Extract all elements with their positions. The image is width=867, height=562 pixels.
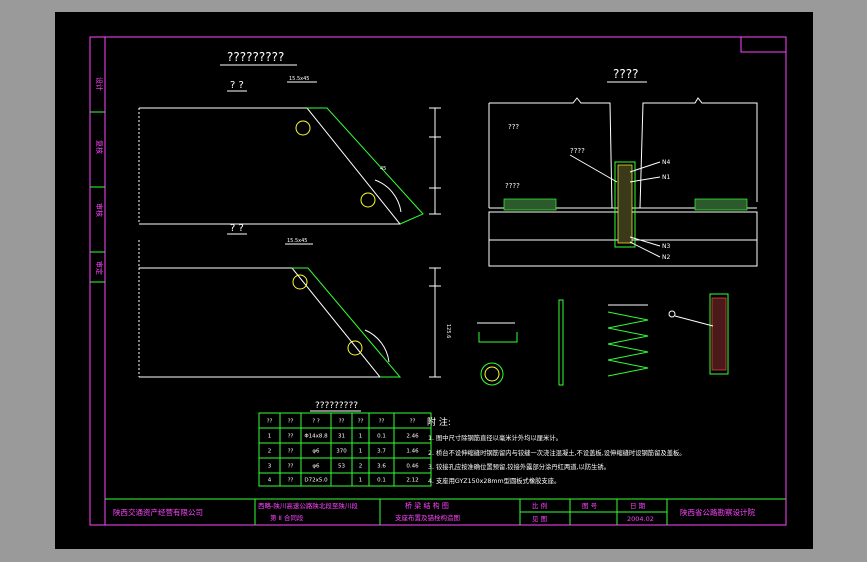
table-header-cell: ?? xyxy=(410,419,416,425)
mark-n3: N3 xyxy=(662,243,670,250)
right-pad xyxy=(694,198,748,211)
table-cell: 1 xyxy=(359,449,363,455)
table-cell: Φ14x8.8 xyxy=(304,434,328,440)
project-line1: 西略-陕川高速公路陕北段至陕川段 xyxy=(258,501,358,510)
top-view-label: ? ? xyxy=(230,80,244,91)
institute-name: 陕西省公路勘察设计院 xyxy=(680,507,755,517)
table-header-cell: ?? xyxy=(379,419,385,425)
table-cell: ?? xyxy=(288,464,294,470)
dim-angle-top: 45 xyxy=(380,166,386,172)
sheet-label: 图 号 xyxy=(582,502,598,510)
mark-n1: N1 xyxy=(662,174,670,181)
table-cell: 1 xyxy=(359,434,363,440)
table-header-cell: ? ? xyxy=(312,419,320,425)
mark-n4: N4 xyxy=(662,159,670,166)
drawing-name-1: 桥 梁 结 构 图 xyxy=(405,501,449,510)
left-pad xyxy=(503,198,557,211)
project-line2: 第 Ⅱ 合同段 xyxy=(270,513,304,522)
table-header-cell: ?? xyxy=(288,419,294,425)
drawing-sheet: 设计 复核 审核 审定 ????????? ? ? 15.5x45 45 ? ? xyxy=(55,12,813,549)
bottom-view-label: ? ? xyxy=(230,223,244,234)
table-header-cell: ?? xyxy=(267,419,273,425)
table-cell: φ6 xyxy=(312,464,320,470)
table-cell: 2.46 xyxy=(406,434,419,440)
drawing-name-2: 支座布置及锚栓构造图 xyxy=(395,513,460,522)
main-title: ????????? xyxy=(227,50,284,64)
deck-label: ??? xyxy=(508,123,519,131)
table-cell: φ6 xyxy=(312,449,320,455)
table-cell: 1.46 xyxy=(406,449,419,455)
table-cell: 0.1 xyxy=(377,478,386,484)
scale-label: 比 例 xyxy=(532,501,547,510)
notes-heading: 附 注: xyxy=(427,416,451,428)
note-4: 4. 支座用GYZ150x28mm型圆板式橡胶支座。 xyxy=(428,476,560,485)
plate-label: ???? xyxy=(570,147,585,155)
table-cell: ?? xyxy=(288,434,294,440)
corner-box xyxy=(740,36,787,53)
company-name: 陕西交通资产经营有限公司 xyxy=(113,507,203,517)
table-cell: 0.46 xyxy=(406,464,419,470)
table-cell: 2 xyxy=(359,464,363,470)
bottom-skew-view: 15.5x45 125.6 xyxy=(138,238,451,378)
table-cell: 53 xyxy=(338,464,345,470)
table-cell: 31 xyxy=(338,434,345,440)
note-3: 3. 铰接孔应按准确位置预留,铰接外露部分涂丹红两道,以防生锈。 xyxy=(428,462,610,471)
dim-height: 125.6 xyxy=(445,324,451,338)
table-cell: 3 xyxy=(268,464,272,470)
date-label: 日 期 xyxy=(630,502,646,510)
table-header-cell: ?? xyxy=(339,419,345,425)
side-tab-3: 审核 xyxy=(95,203,104,217)
table-cell: ?? xyxy=(288,478,294,484)
table-cell: 1 xyxy=(359,478,363,484)
notes-block: 附 注: 1. 图中尺寸除钢筋直径以毫米计外均以厘米计。 2. 桥台不设伸缩缝时… xyxy=(427,416,686,485)
side-tab-4: 审定 xyxy=(95,261,104,275)
cad-drawing: 设计 复核 审核 审定 ????????? ? ? 15.5x45 45 ? ? xyxy=(89,36,787,526)
table-header-cell: ?? xyxy=(358,419,364,425)
note-1: 1. 图中尺寸除钢筋直径以毫米计外均以厘米计。 xyxy=(428,433,562,442)
table-cell: 4 xyxy=(268,478,272,484)
table-cell: D72x5.0 xyxy=(304,478,328,484)
date-value: 2004.02 xyxy=(627,515,654,523)
table-cell: 0.1 xyxy=(377,434,386,440)
dim-bottom: 15.5x45 xyxy=(287,238,307,244)
top-skew-view: 15.5x45 45 xyxy=(138,76,441,225)
seal-label: ???? xyxy=(505,182,520,190)
table-title: ????????? xyxy=(315,401,358,411)
side-tab-1: 设计 xyxy=(95,77,104,91)
mark-n2: N2 xyxy=(662,254,670,261)
title-block: 陕西交通资产经营有限公司 西略-陕川高速公路陕北段至陕川段 第 Ⅱ 合同段 桥 … xyxy=(105,498,786,525)
dim-top: 15.5x45 xyxy=(289,76,309,82)
sheet-no: 见 图 xyxy=(532,515,547,523)
table-cell: 3.6 xyxy=(377,464,386,470)
frame-inner xyxy=(104,36,787,526)
bearing-plate xyxy=(614,161,636,248)
side-tab-2: 复核 xyxy=(95,140,104,154)
side-tabs: 设计 复核 审核 审定 xyxy=(90,77,105,283)
section-view: ???? ??? ???? ???? N4 N1 N3 N2 xyxy=(488,67,758,267)
table-cell: 2 xyxy=(268,449,272,455)
detail-parts xyxy=(477,293,729,386)
table-cell: 3.7 xyxy=(377,449,386,455)
note-2: 2. 桥台不设伸缩缝时钢筋留内与铰缝一次浇注混凝土,不设盖板,设伸缩缝时设钢筋留… xyxy=(428,448,686,457)
table-cell: ?? xyxy=(288,449,294,455)
table-cell: 2.12 xyxy=(406,478,418,484)
table-cell: 1 xyxy=(268,434,272,440)
table-cell: 370 xyxy=(336,449,347,455)
section-title: ???? xyxy=(613,67,638,81)
